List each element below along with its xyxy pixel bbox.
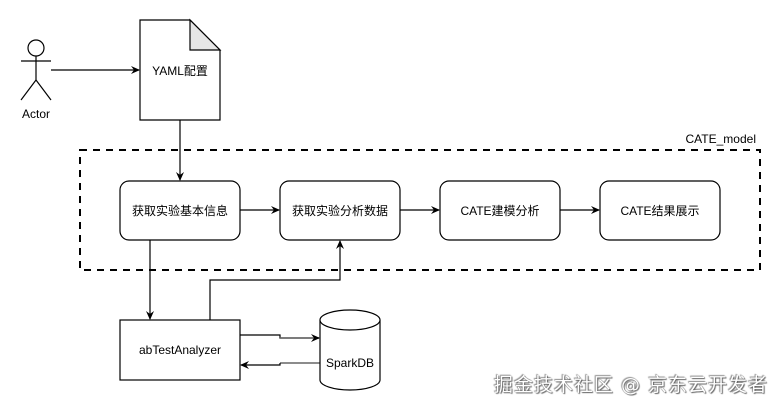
step-label: CATE结果展示 xyxy=(620,204,699,218)
cylinder-top xyxy=(319,309,381,331)
analyzer-box[interactable]: abTestAnalyzer xyxy=(119,319,241,381)
actor-figure xyxy=(20,39,52,101)
document-fold xyxy=(189,18,222,51)
actor-leg-right xyxy=(35,79,52,101)
step-label: 获取实验基本信息 xyxy=(132,203,228,218)
edge-analyzer-to-step2 xyxy=(209,240,344,320)
watermark: 掘金技术社区 @ 京东云开发者 xyxy=(493,374,768,396)
step-get-experiment-info[interactable]: 获取实验基本信息 xyxy=(119,180,241,241)
analyzer-label: abTestAnalyzer xyxy=(139,343,221,357)
step-cate-results[interactable]: CATE结果展示 xyxy=(599,180,721,241)
cate-model-group-label: CATE_model xyxy=(686,132,756,146)
config-document[interactable]: YAML配置 xyxy=(139,18,222,121)
step-label: CATE建模分析 xyxy=(460,204,539,218)
config-document-label: YAML配置 xyxy=(152,64,208,78)
edge-db-to-analyzer xyxy=(240,361,281,369)
actor-head xyxy=(27,39,45,57)
step-get-analysis-data[interactable]: 获取实验分析数据 xyxy=(279,180,401,241)
sparkdb-label: SparkDB xyxy=(326,356,374,370)
sparkdb-cylinder[interactable]: SparkDB xyxy=(319,309,381,391)
actor-leg-left xyxy=(20,79,37,101)
cate-model-group xyxy=(79,149,761,271)
actor-label: Actor xyxy=(22,107,50,121)
step-cate-modeling[interactable]: CATE建模分析 xyxy=(439,180,561,241)
step-label: 获取实验分析数据 xyxy=(292,203,388,218)
